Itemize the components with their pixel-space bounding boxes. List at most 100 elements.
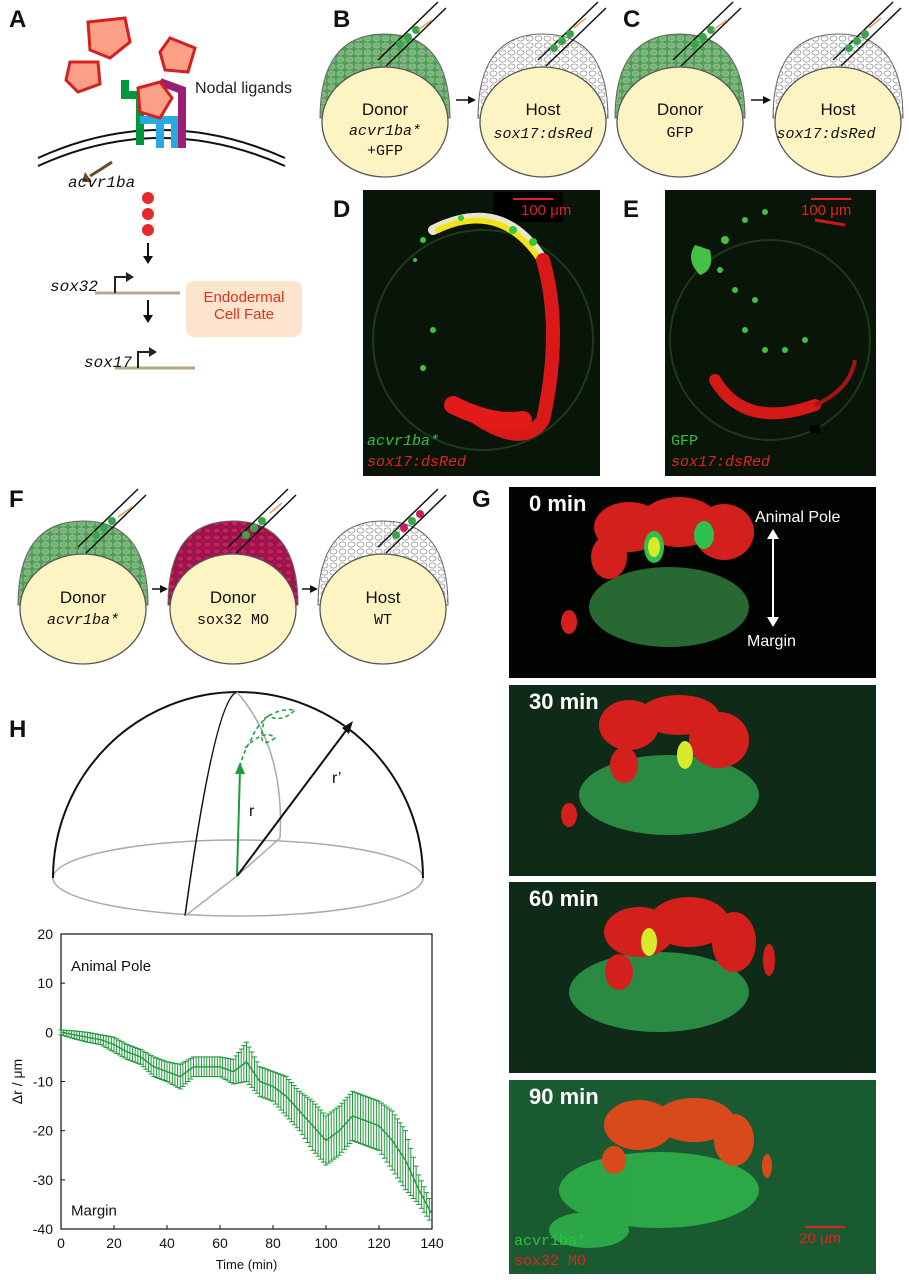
panel-d-legend-red: sox17:dsRed (367, 454, 467, 471)
time-label-0: 0 min (529, 491, 587, 516)
panel-c-donor-title: Donor (656, 100, 704, 119)
panel-letter-d: D (333, 196, 351, 223)
scale-bar (811, 198, 851, 200)
panel-b-diagram (319, 1, 609, 178)
x-tick-label: 120 (367, 1235, 391, 1251)
panel-f-donor2-title: Donor (209, 588, 257, 607)
x-tick-label: 100 (314, 1235, 338, 1251)
pipette-arrow-icon (417, 19, 433, 31)
y-tick-label: -10 (33, 1074, 53, 1090)
panel-letter-c: C (623, 6, 641, 33)
panel-d-legend-green: acvr1ba* (367, 433, 440, 450)
panel-b-host-genotype: sox17:dsRed (493, 126, 593, 143)
rprime-vector-arrow-icon (342, 721, 353, 734)
panel-f-host-genotype: WT (373, 612, 392, 629)
r-label: r (249, 803, 255, 820)
rprime-label: r’ (332, 770, 342, 787)
donor-embryo (17, 520, 149, 665)
panel-letter-h: H (9, 716, 27, 743)
series-line (60, 1031, 433, 1215)
panel-c-host-title: Host (820, 100, 856, 119)
cell-fate-line2: Cell Fate (213, 306, 275, 323)
panel-a-diagram (37, 16, 286, 264)
ligand-label: Nodal ligands (195, 80, 292, 97)
panel-e-micrograph: 100 μm GFP sox17:dsRed (665, 190, 876, 476)
panel-b-donor-title: Donor (361, 100, 409, 119)
r-vector-arrow-icon (235, 762, 245, 774)
scale-bar (805, 1226, 845, 1228)
margin-label: Margin (747, 633, 796, 650)
x-axis-label: Time (min) (216, 1257, 278, 1272)
time-panel-90: 90 min 20 μm acvr1ba* sox32 MO (509, 1080, 876, 1274)
panel-f-host-title: Host (365, 588, 401, 607)
panel-e-scale-label: 100 μm (801, 202, 852, 219)
panel-letter-g: G (472, 486, 491, 513)
panel-letter-e: E (623, 196, 640, 223)
panel-g-scale-label: 20 μm (799, 1230, 841, 1247)
gene-cascade-diagram (95, 272, 195, 370)
animal-pole-label: Animal Pole (755, 509, 841, 526)
needle-icon (377, 1, 607, 67)
time-panel-60: 60 min (509, 882, 876, 1073)
cell-fate-box: Endodermal Cell Fate (186, 281, 302, 337)
panel-letter-a: A (9, 6, 27, 33)
panel-d-scale-label: 100 μm (521, 202, 572, 219)
arrow-right-icon (160, 585, 168, 593)
panel-f-diagram (17, 488, 449, 665)
panel-b-donor-gfp: +GFP (366, 143, 403, 160)
x-tick-label: 60 (212, 1235, 228, 1251)
time-label-30: 30 min (529, 689, 599, 714)
panel-b-host-title: Host (525, 100, 561, 119)
hemisphere-diagram (52, 691, 424, 917)
needle-icon (77, 488, 447, 554)
donor-embryo (319, 33, 451, 178)
y-tick-label: -20 (33, 1123, 53, 1139)
x-tick-label: 0 (57, 1235, 65, 1251)
panel-g-legend-green: acvr1ba* (514, 1233, 587, 1250)
arrow-right-icon (468, 96, 476, 104)
scale-bar (513, 198, 553, 200)
y-tick-label: 20 (37, 926, 53, 942)
panel-f-donor1-title: Donor (59, 588, 107, 607)
cell-fate-line1: Endodermal (203, 289, 285, 306)
y-tick-label: 10 (37, 975, 53, 991)
nodal-ligand-icon (64, 16, 197, 94)
gene-sox32-label: sox32 (50, 278, 99, 296)
panel-c-donor-gfp: GFP (666, 125, 694, 142)
annotation-margin: Margin (71, 1203, 117, 1220)
annotation-animal-pole: Animal Pole (71, 958, 151, 975)
signal-dot-icon (142, 192, 154, 236)
panel-e-legend-red: sox17:dsRed (671, 454, 771, 471)
x-tick-label: 140 (420, 1235, 444, 1251)
panel-c-diagram (614, 1, 904, 178)
receptor-gene-label: acvr1ba (68, 174, 136, 192)
time-label-90: 90 min (529, 1084, 599, 1109)
panel-f-donor2-genotype: sox32 MO (196, 612, 269, 629)
host-embryo (772, 33, 904, 178)
bound-ligand-icon (136, 80, 174, 120)
y-tick-label: -30 (33, 1172, 53, 1188)
needle-icon (672, 1, 902, 67)
panel-e-legend-green: GFP (671, 433, 699, 450)
gene-sox17-label: sox17 (84, 354, 133, 372)
time-panel-30: 30 min (509, 685, 876, 876)
panel-g-legend-red: sox32 MO (514, 1253, 587, 1270)
host-embryo (477, 33, 609, 178)
host-embryo (317, 520, 449, 665)
cell-trajectory-icon (239, 708, 297, 769)
x-tick-label: 80 (265, 1235, 281, 1251)
arrow-right-icon (310, 585, 318, 593)
panel-letter-b: B (333, 6, 351, 33)
axis-arrow-icon (767, 529, 779, 627)
panel-letter-f: F (9, 486, 24, 513)
panel-d-micrograph: 100 μm acvr1ba* sox17:dsRed (363, 190, 600, 476)
y-tick-label: 0 (45, 1024, 53, 1040)
donor-embryo (614, 33, 746, 178)
y-tick-label: -40 (33, 1221, 53, 1237)
y-axis-label: Δr / μm (9, 1059, 25, 1104)
donor-mo-embryo (167, 520, 299, 665)
arrow-right-icon (763, 96, 771, 104)
x-tick-label: 20 (106, 1235, 122, 1251)
panel-c-host-genotype: sox17:dsRed (776, 126, 876, 143)
